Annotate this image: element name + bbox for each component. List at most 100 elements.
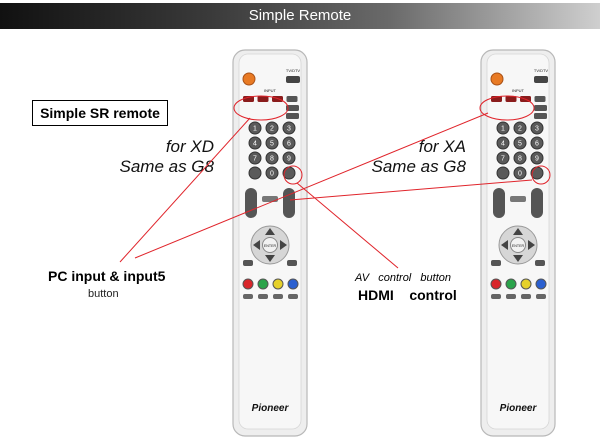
keypad-button[interactable] <box>530 166 544 180</box>
brand-logo: Pioneer <box>252 403 290 414</box>
colour-button-4[interactable] <box>535 278 547 290</box>
input-side-button-1[interactable] <box>286 105 299 111</box>
power-button[interactable] <box>242 72 256 86</box>
function-button-2[interactable] <box>506 294 516 299</box>
keypad-button[interactable] <box>513 136 527 150</box>
callout-line-pc-to-right <box>134 112 489 259</box>
colour-button-2[interactable] <box>257 278 269 290</box>
keypad-digit: 9 <box>287 156 291 163</box>
input-button-2[interactable] <box>505 96 517 102</box>
colour-button-3[interactable] <box>272 278 284 290</box>
epg-button[interactable] <box>535 260 545 266</box>
keypad-button[interactable] <box>530 151 544 165</box>
xa-caption-line1: for XA <box>418 137 466 156</box>
xd-caption-line1: for XD <box>165 137 214 156</box>
input-label: INPUT <box>512 88 525 93</box>
keypad-button[interactable] <box>282 166 296 180</box>
av-control-label: AV control button <box>355 272 452 284</box>
colour-button-2[interactable] <box>505 278 517 290</box>
hdmi-control-label: HDMI control <box>358 287 457 303</box>
keypad-digit: 3 <box>535 126 539 133</box>
keypad-button[interactable] <box>513 121 527 135</box>
callout-line-hdmi-to-left <box>296 182 399 269</box>
mute-button[interactable] <box>510 196 526 202</box>
page-title: Simple Remote <box>248 7 352 24</box>
function-button-1[interactable] <box>491 294 501 299</box>
dpad-down-icon[interactable] <box>513 255 523 262</box>
colour-button-1[interactable] <box>490 278 502 290</box>
keypad-digit: 5 <box>518 141 522 148</box>
keypad-button[interactable] <box>530 121 544 135</box>
keypad-digit: 5 <box>270 141 274 148</box>
xd-caption-line2: Same as G8 <box>119 157 215 176</box>
title-bar: Simple Remote <box>0 3 600 29</box>
function-button-1[interactable] <box>243 294 253 299</box>
exit-button[interactable] <box>491 260 501 266</box>
keypad-button[interactable] <box>496 151 510 165</box>
keypad-digit: 1 <box>253 126 257 133</box>
tv-dtv-button[interactable] <box>286 76 300 83</box>
keypad-digit: 3 <box>287 126 291 133</box>
epg-button[interactable] <box>287 260 297 266</box>
enter-button[interactable] <box>510 237 526 253</box>
keypad-digit: 0 <box>270 171 274 178</box>
keypad-digit: 2 <box>518 126 522 133</box>
keypad-button[interactable] <box>513 166 527 180</box>
keypad-digit: 4 <box>253 141 257 148</box>
keypad-digit: 0 <box>518 171 522 178</box>
enter-label: ENTER <box>512 244 525 248</box>
keypad-button[interactable] <box>530 136 544 150</box>
dpad-right-icon[interactable] <box>528 240 535 250</box>
keypad-button[interactable] <box>496 166 510 180</box>
simple-sr-remote-label: Simple SR remote <box>32 100 168 126</box>
function-button-3[interactable] <box>273 294 283 299</box>
xa-caption-line2: Same as G8 <box>371 157 467 176</box>
keypad-digit: 8 <box>270 156 274 163</box>
mute-button[interactable] <box>262 196 278 202</box>
keypad-button[interactable] <box>248 166 262 180</box>
keypad-digit: 2 <box>270 126 274 133</box>
input-button-4[interactable] <box>534 96 546 102</box>
function-button-3[interactable] <box>521 294 531 299</box>
pc-input-label: PC input & input5 <box>48 268 166 284</box>
volume-rocker[interactable] <box>245 188 257 218</box>
tv-dtv-label: TV/DTV <box>534 68 549 73</box>
keypad-button[interactable] <box>513 151 527 165</box>
keypad-digit: 8 <box>518 156 522 163</box>
dpad-up-icon[interactable] <box>513 228 523 235</box>
function-button-4[interactable] <box>288 294 298 299</box>
keypad-digit: 6 <box>287 141 291 148</box>
input-button-1[interactable] <box>491 96 502 102</box>
input-side-button-1[interactable] <box>534 105 547 111</box>
input-button-3[interactable] <box>272 96 283 102</box>
input-button-4[interactable] <box>286 96 298 102</box>
colour-button-4[interactable] <box>287 278 299 290</box>
colour-button-3[interactable] <box>520 278 532 290</box>
enter-label: ENTER <box>264 244 277 248</box>
input-label: INPUT <box>264 88 277 93</box>
keypad-digit: 6 <box>535 141 539 148</box>
exit-button[interactable] <box>243 260 253 266</box>
keypad-button[interactable] <box>496 136 510 150</box>
tv-dtv-button[interactable] <box>534 76 548 83</box>
volume-rocker[interactable] <box>493 188 505 218</box>
keypad-digit: 9 <box>535 156 539 163</box>
input-side-button-2[interactable] <box>286 113 299 119</box>
channel-rocker[interactable] <box>283 188 295 218</box>
input-side-button-2[interactable] <box>534 113 547 119</box>
function-button-2[interactable] <box>258 294 268 299</box>
channel-rocker[interactable] <box>531 188 543 218</box>
input-button-2[interactable] <box>257 96 269 102</box>
input-button-3[interactable] <box>520 96 531 102</box>
pc-input-sublabel: button <box>88 288 119 300</box>
colour-button-1[interactable] <box>242 278 254 290</box>
keypad-button[interactable] <box>496 121 510 135</box>
input-button-1[interactable] <box>243 96 254 102</box>
keypad-digit: 7 <box>253 156 257 163</box>
power-button[interactable] <box>490 72 504 86</box>
brand-logo: Pioneer <box>500 403 538 414</box>
dpad-left-icon[interactable] <box>501 240 508 250</box>
function-button-4[interactable] <box>536 294 546 299</box>
